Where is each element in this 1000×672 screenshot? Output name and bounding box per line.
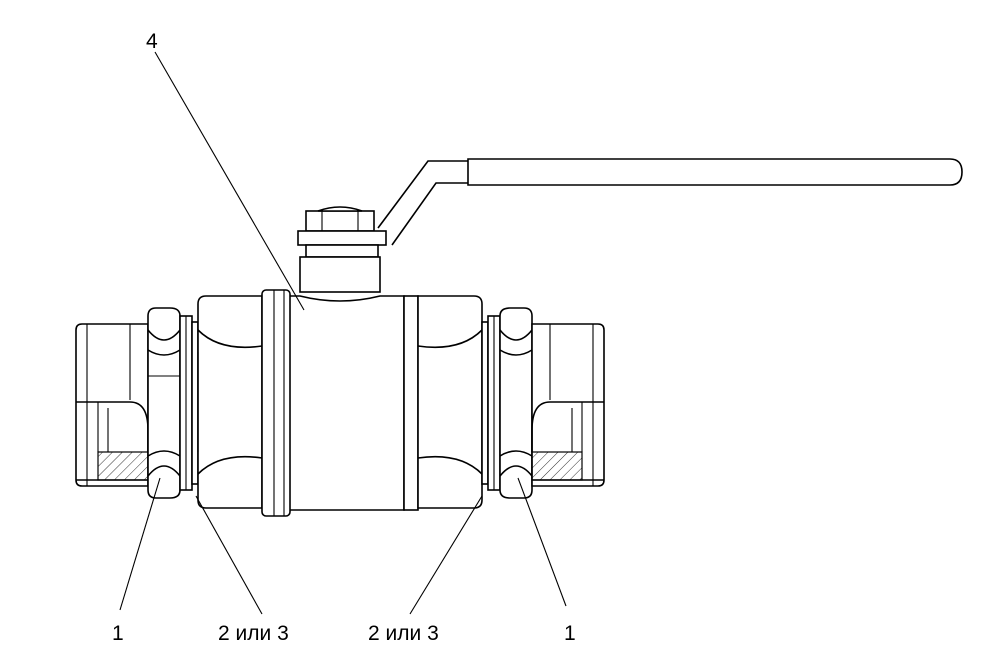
left-union-fitting — [75, 323, 149, 487]
valve-handle — [297, 158, 963, 293]
left-hex-nut — [147, 307, 181, 499]
left-body-hex — [197, 295, 263, 509]
right-body-hex — [417, 295, 483, 509]
callout-right-nut: 1 — [564, 622, 576, 645]
leader-lines — [119, 51, 567, 615]
callout-right-gasket: 2 или 3 — [368, 622, 439, 645]
callout-left-nut: 1 — [112, 622, 124, 645]
valve-body — [261, 289, 419, 517]
callout-left-gasket: 2 или 3 — [218, 622, 289, 645]
right-hex-nut — [499, 307, 533, 499]
right-gasket — [481, 315, 501, 491]
left-gasket — [179, 315, 199, 491]
callout-valve: 4 — [146, 30, 158, 53]
right-union-fitting — [531, 323, 605, 487]
